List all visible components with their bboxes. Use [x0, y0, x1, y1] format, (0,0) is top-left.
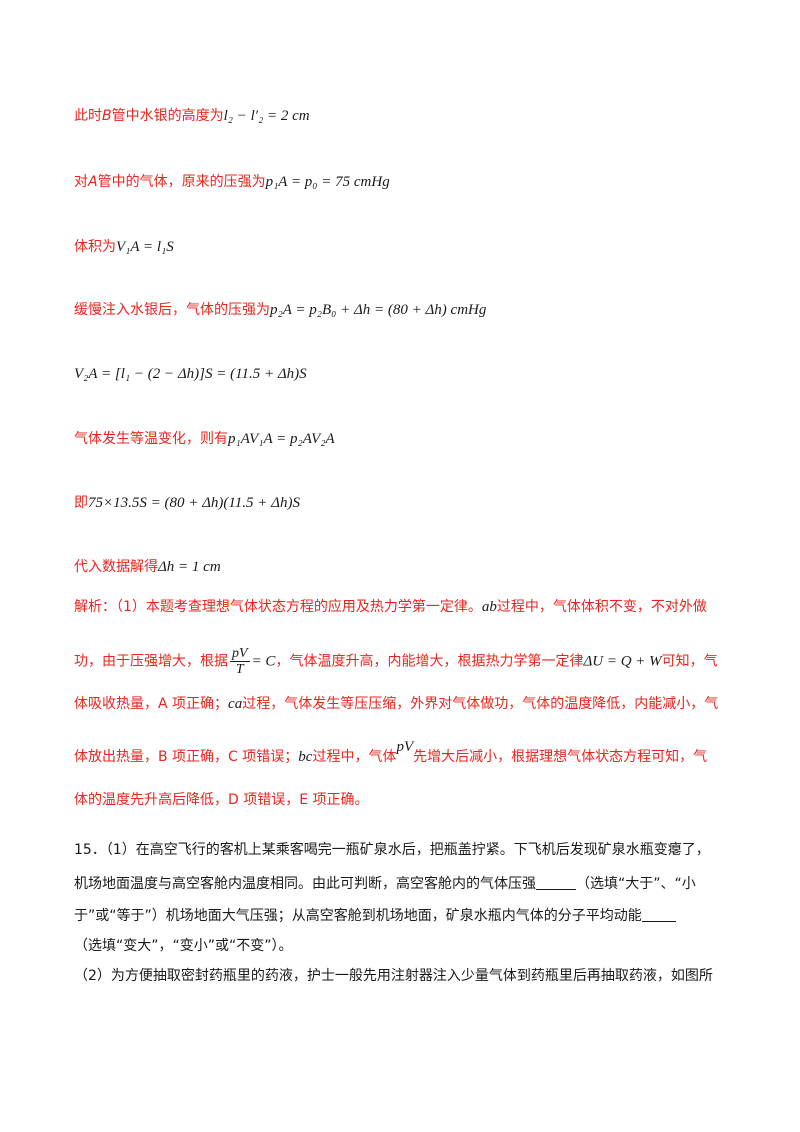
text: 管中水银的高度为	[111, 108, 224, 124]
solution-line-isothermal: 气体发生等温变化，则有p₁AV₁A = p₂AV₂A	[74, 429, 335, 449]
equation: ab	[481, 599, 497, 615]
question-line-4: （选填“变大”，“变小”或“不变”）。	[74, 936, 293, 956]
text: B	[102, 108, 112, 124]
text: 过程中，气体体积不变，不对外做	[496, 599, 707, 615]
question-line-2: 机场地面温度与高空客舱内温度相同。由此可判断，高空客舱内的气体压强 （选填“大于”…	[74, 874, 696, 894]
solution-line-new-pressure: 缓慢注入水银后，气体的压强为p₂A = p₂B₀ + Δh = (80 + Δh…	[74, 300, 486, 320]
equation: ca	[228, 696, 243, 712]
analysis-line-1: 解析：（1）本题考查理想气体状态方程的应用及热力学第一定律。ab过程中，气体体积…	[74, 597, 707, 617]
text: 功，由于压强增大，根据	[74, 653, 228, 670]
text: 过程，气体发生等压压缩，外界对气体做功，气体的温度降低，内能减小，气	[242, 696, 719, 712]
equation: bc	[298, 749, 313, 765]
analysis-line-3: 体吸收热量，A 项正确；ca过程，气体发生等压压缩，外界对气体做功，气体的温度降…	[74, 694, 718, 714]
solution-line-result: 代入数据解得Δh = 1 cm	[74, 557, 221, 577]
equation: p₂A = p₂B₀ + Δh = (80 + Δh) cmHg	[270, 302, 487, 318]
text: 气体发生等温变化，则有	[74, 431, 228, 447]
text: 即	[74, 495, 88, 511]
solution-line-volume: 体积为V₁A = l₁S	[74, 237, 174, 257]
solution-line-substitution: 即75×13.5S = (80 + Δh)(11.5 + Δh)S	[74, 493, 300, 513]
solution-line-b-height: 此时B管中水银的高度为l₂ − l′₂ = 2 cm	[74, 106, 310, 126]
text: 代入数据解得	[74, 559, 158, 575]
text: （选填“变大”，“变小”或“不变”）。	[74, 938, 293, 954]
text: 缓慢注入水银后，气体的压强为	[74, 302, 270, 318]
text: 15．（1）在高空飞行的客机上某乘客喝完一瓶矿泉水后，把瓶盖拧紧。下飞机后发现矿…	[74, 842, 710, 858]
analysis-line-4: 体放出热量，B 项正确，C 项错误；bc过程中，气体pV先增大后减小，根据理想气…	[74, 739, 708, 767]
text: ，气体温度升高，内能增大，根据热力学第一定律	[275, 653, 584, 670]
fraction-denominator: T	[235, 662, 244, 677]
analysis-line-5: 体的温度先升高后降低，D 项错误，E 项正确。	[74, 790, 369, 810]
solution-line-a-pressure: 对A管中的气体，原来的压强为p₁A = p₀ = 75 cmHg	[74, 172, 390, 192]
question-line-5: （2）为方便抽取密封药瓶里的药液，护士一般先用注射器注入少量气体到药瓶里后再抽取…	[74, 966, 713, 986]
equation: = C	[251, 653, 276, 670]
text: 于”或“等于”）机场地面大气压强；从高空客舱到机场地面，矿泉水瓶内气体的分子平均…	[74, 908, 642, 924]
text: （2）为方便抽取密封药瓶里的药液，护士一般先用注射器注入少量气体到药瓶里后再抽取…	[74, 968, 713, 984]
equation: 75×13.5S = (80 + Δh)(11.5 + Δh)S	[88, 495, 300, 511]
question-line-3: 于”或“等于”）机场地面大气压强；从高空客舱到机场地面，矿泉水瓶内气体的分子平均…	[74, 906, 676, 926]
answer-blank[interactable]	[641, 907, 676, 922]
equation: V₁A = l₁S	[116, 239, 174, 255]
text: 可知，气	[661, 653, 718, 670]
text: A	[88, 174, 98, 190]
equation: V₂A = [l₁ − (2 − Δh)]S = (11.5 + Δh)S	[74, 366, 307, 382]
text: 机场地面温度与高空客舱内温度相同。由此可判断，高空客舱内的气体压强	[74, 876, 536, 892]
equation: p₁A = p₀ = 75 cmHg	[265, 174, 390, 190]
equation: pV	[396, 739, 414, 755]
text: （选填“大于”、“小	[576, 876, 696, 892]
equation: ΔU = Q + W	[583, 653, 662, 670]
answer-blank[interactable]	[536, 875, 576, 890]
question-line-1: 15．（1）在高空飞行的客机上某乘客喝完一瓶矿泉水后，把瓶盖拧紧。下飞机后发现矿…	[74, 840, 710, 860]
text: 体的温度先升高后降低，D 项错误，E 项正确。	[74, 792, 369, 808]
text: 对	[74, 174, 88, 190]
solution-line-new-volume: V₂A = [l₁ − (2 − Δh)]S = (11.5 + Δh)S	[74, 364, 307, 384]
equation: l₂ − l′₂ = 2 cm	[223, 108, 310, 124]
text: 体吸收热量，A 项正确；	[74, 696, 229, 712]
text: 体放出热量，B 项正确，C 项错误；	[74, 749, 299, 765]
text: 体积为	[74, 239, 116, 255]
text: 先增大后减小，根据理想气体状态方程可知，气	[413, 749, 708, 765]
fraction-numerator: pV	[230, 646, 250, 662]
text: 解析：（1）本题考查理想气体状态方程的应用及热力学第一定律。	[74, 599, 482, 615]
equation: Δh = 1 cm	[158, 559, 221, 575]
text: 此时	[74, 108, 102, 124]
text: 管中的气体，原来的压强为	[97, 174, 266, 190]
equation: p₁AV₁A = p₂AV₂A	[228, 431, 335, 447]
text: 过程中，气体	[312, 749, 397, 765]
